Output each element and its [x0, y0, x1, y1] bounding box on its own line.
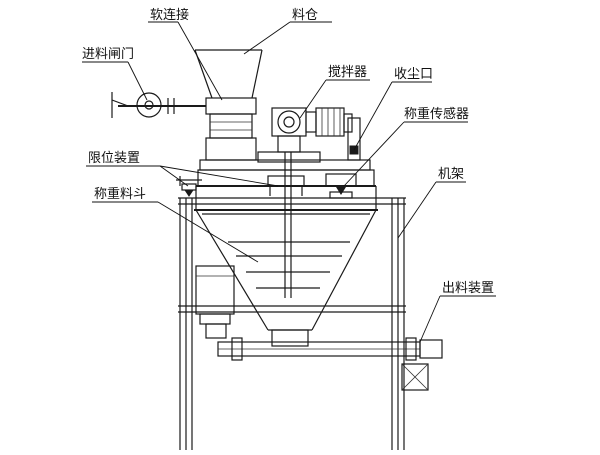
label-limit-device: 限位装置 [88, 151, 140, 166]
side-motor-box [195, 265, 235, 339]
agitator-drive [271, 107, 353, 153]
leader-lines [82, 21, 496, 343]
soft-connection-sleeve [205, 97, 257, 161]
discharge-screw-conveyor [217, 329, 443, 391]
label-agitator: 搅拌器 [328, 64, 367, 80]
label-feed-valve: 进料闸门 [82, 47, 134, 62]
label-silo: 料仓 [292, 8, 318, 23]
label-discharge-device: 出料装置 [442, 281, 494, 296]
dust-port [347, 117, 361, 161]
label-soft-connection: 软连接 [150, 7, 189, 23]
diagram-labels: 软连接 料仓 进料闸门 搅拌器 收尘口 称重传感器 限位装置 机架 称重料斗 出… [82, 7, 494, 296]
label-weigh-hopper: 称重料斗 [94, 186, 146, 202]
label-load-cell: 称重传感器 [404, 106, 469, 122]
load-cell-assembly [325, 173, 357, 199]
label-dust-port: 收尘口 [394, 67, 433, 82]
weigh-hopper-body [194, 186, 378, 331]
feed-valve [111, 92, 206, 118]
machine-frame [178, 197, 406, 450]
silo-body [194, 49, 263, 99]
label-frame: 机架 [438, 167, 464, 182]
agitator-shaft [228, 152, 350, 298]
